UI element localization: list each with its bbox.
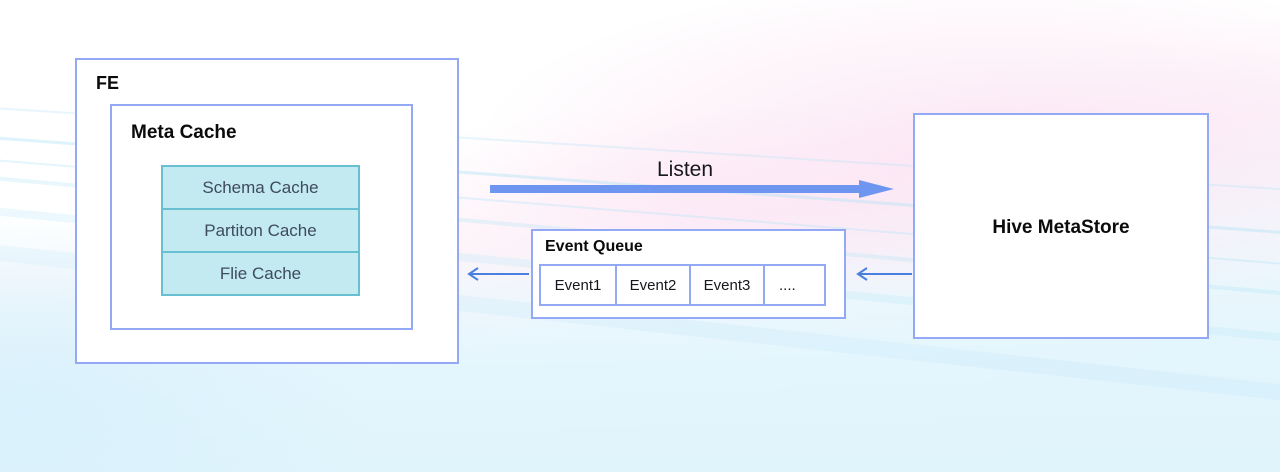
listen-arrow-label: Listen bbox=[656, 158, 714, 181]
fe-title: FE bbox=[96, 73, 120, 93]
meta-cache-title: Meta Cache bbox=[131, 122, 237, 143]
queue-to-fe-arrow-icon bbox=[467, 267, 529, 281]
event-cell-3[interactable]: Event3 bbox=[689, 264, 765, 306]
cache-item-label: Flie Cache bbox=[219, 263, 302, 283]
listen-arrow-icon bbox=[490, 180, 894, 198]
event-cell-label: .... bbox=[779, 276, 796, 294]
cache-item-partition[interactable]: Partiton Cache bbox=[163, 210, 358, 253]
hive-metastore-label: Hive MetaStore bbox=[992, 217, 1130, 238]
hive-metastore-box bbox=[913, 113, 1209, 339]
event-queue-cells: Event1 Event2 Event3 .... bbox=[539, 264, 828, 306]
cache-stack: Schema Cache Partiton Cache Flie Cache bbox=[161, 165, 360, 296]
cache-item-schema[interactable]: Schema Cache bbox=[163, 167, 358, 210]
event-cell-label: Event1 bbox=[554, 276, 602, 294]
event-queue-title: Event Queue bbox=[545, 238, 643, 255]
event-cell-label: Event3 bbox=[703, 276, 751, 294]
cache-item-label: Schema Cache bbox=[202, 177, 319, 197]
event-cell-more[interactable]: .... bbox=[763, 264, 826, 306]
cache-item-label: Partiton Cache bbox=[204, 220, 317, 240]
hive-to-queue-arrow-icon bbox=[856, 267, 912, 281]
event-cell-label: Event2 bbox=[629, 276, 677, 294]
cache-item-file[interactable]: Flie Cache bbox=[163, 253, 358, 294]
event-cell-1[interactable]: Event1 bbox=[539, 264, 617, 306]
event-cell-2[interactable]: Event2 bbox=[615, 264, 691, 306]
